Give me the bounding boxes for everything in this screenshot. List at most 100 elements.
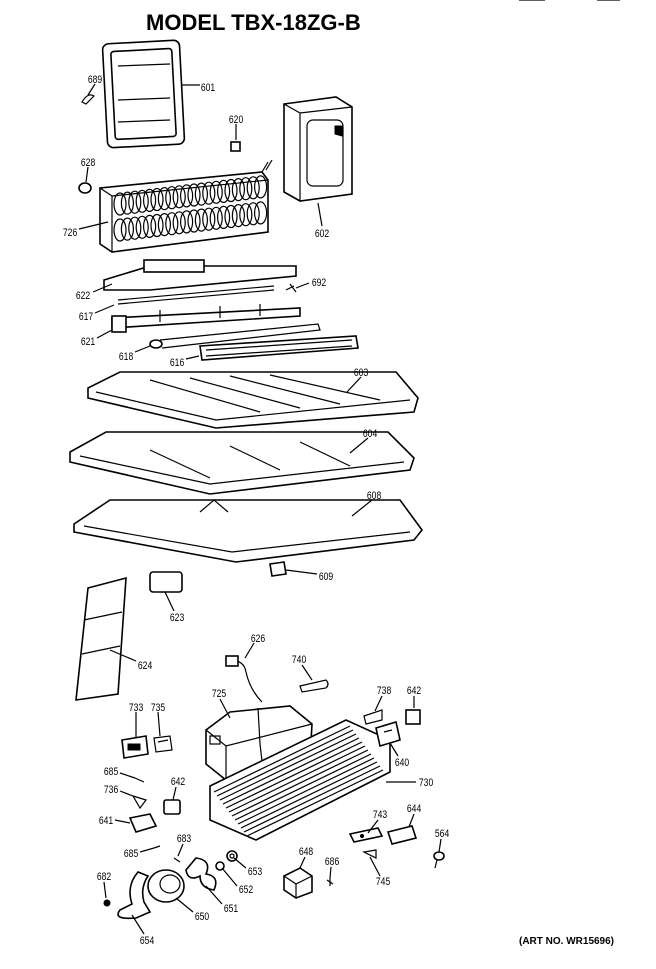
leader-line	[103, 881, 107, 899]
part-number-label: 650	[195, 911, 210, 923]
part-number-label: 735	[151, 702, 166, 714]
callout-p652: 652	[221, 867, 253, 896]
part-686-screw	[326, 878, 334, 886]
leader-line	[85, 166, 89, 183]
part-number-label: 685	[104, 766, 119, 778]
part-624-duct	[75, 576, 127, 701]
part-callouts: 689 601 620 628 726 602 622 692 617 621 618 616 603 6…	[63, 74, 450, 947]
part-640-relay	[375, 720, 401, 748]
callout-p622: 622	[76, 283, 113, 302]
callout-p685a: 685	[104, 766, 136, 779]
leader-line	[244, 642, 255, 659]
callout-p604: 604	[349, 428, 378, 454]
diagram-title: MODEL TBX-18ZG-B	[146, 10, 361, 35]
part-740-bracket	[299, 679, 329, 693]
callout-p608: 608	[351, 490, 382, 517]
part-number-label: 738	[377, 685, 392, 697]
part-number-label: 682	[97, 871, 111, 883]
callout-p654: 654	[131, 914, 155, 947]
leader-line	[317, 202, 323, 227]
part-number-label: 603	[354, 367, 369, 379]
leader-line	[114, 819, 131, 824]
callout-p626: 626	[244, 633, 266, 659]
callout-p726: 726	[63, 221, 109, 239]
callout-p653: 653	[233, 857, 263, 878]
part-number-label: 628	[81, 157, 96, 169]
part-number-label: 564	[435, 828, 450, 840]
part-number-label: 624	[138, 660, 153, 672]
callout-p624: 624	[109, 649, 153, 672]
callout-p650: 650	[175, 897, 210, 923]
part-654-bracket	[117, 871, 152, 920]
callout-p616: 616	[170, 355, 200, 369]
leader-line	[219, 698, 231, 719]
callout-p617: 617	[79, 304, 115, 323]
leader-line	[92, 283, 113, 293]
callout-p642b: 642	[171, 776, 185, 801]
leader-line	[94, 304, 115, 314]
part-number-label: 601	[201, 82, 215, 94]
callout-p648: 648	[299, 846, 314, 869]
part-689-clip	[81, 94, 95, 105]
part-617-rod	[117, 285, 275, 305]
part-623-plate	[149, 571, 183, 593]
part-685-screw	[153, 845, 161, 849]
part-number-label: 609	[319, 571, 334, 583]
part-number-label: 654	[140, 935, 155, 947]
callout-p628: 628	[81, 157, 96, 183]
leader-line	[205, 885, 223, 905]
part-number-label: 644	[407, 803, 422, 815]
callout-p689: 689	[87, 74, 103, 96]
part-733-switch	[121, 735, 149, 759]
part-601-panel	[101, 39, 186, 149]
part-602-cover	[283, 96, 353, 202]
art-number: (ART NO. WR15696)	[519, 936, 614, 947]
part-number-label: 608	[367, 490, 382, 502]
callout-p692: 692	[295, 277, 326, 289]
callout-p683: 683	[177, 833, 192, 857]
callout-p738: 738	[374, 685, 392, 712]
callout-p602: 602	[315, 202, 329, 240]
callout-p603: 603	[346, 367, 369, 393]
part-609-latch	[269, 561, 287, 577]
leader-line	[351, 499, 373, 517]
leader-line	[285, 569, 318, 575]
part-650-fan-motor	[147, 869, 185, 903]
part-number-label: 648	[299, 846, 314, 858]
callout-p621: 621	[81, 329, 113, 348]
part-number-label: 726	[63, 227, 78, 239]
leader-line	[438, 838, 442, 853]
leader-line	[329, 866, 332, 879]
leader-line	[175, 897, 194, 913]
callout-p640: 640	[389, 742, 410, 769]
part-number-label: 725	[212, 688, 227, 700]
part-number-label: 640	[395, 757, 410, 769]
leader-line	[164, 591, 175, 612]
callout-p725: 725	[212, 688, 231, 719]
part-number-label: 626	[251, 633, 266, 645]
part-number-label: 618	[119, 351, 134, 363]
part-730-condenser	[209, 719, 391, 841]
part-number-label: 642	[171, 776, 185, 788]
part-618-bar	[159, 323, 321, 349]
leader-line	[131, 914, 145, 935]
callout-p609: 609	[285, 569, 334, 583]
part-number-label: 730	[419, 777, 434, 789]
leader-line	[157, 711, 161, 737]
leader-line	[367, 819, 379, 834]
callout-p682: 682	[97, 871, 111, 899]
leader-line	[369, 856, 381, 877]
callout-p642a: 642	[407, 685, 421, 708]
part-number-label: 623	[170, 612, 185, 624]
leader-line	[119, 790, 134, 797]
part-number-label: 604	[363, 428, 378, 440]
part-726-evaporator	[99, 159, 273, 253]
leader-line	[389, 742, 399, 757]
leader-line	[221, 867, 238, 887]
callout-p686: 686	[325, 856, 340, 879]
leader-line	[87, 83, 96, 96]
part-number-label: 621	[81, 336, 95, 348]
part-number-label: 620	[229, 114, 244, 126]
part-number-label: 652	[239, 884, 253, 896]
